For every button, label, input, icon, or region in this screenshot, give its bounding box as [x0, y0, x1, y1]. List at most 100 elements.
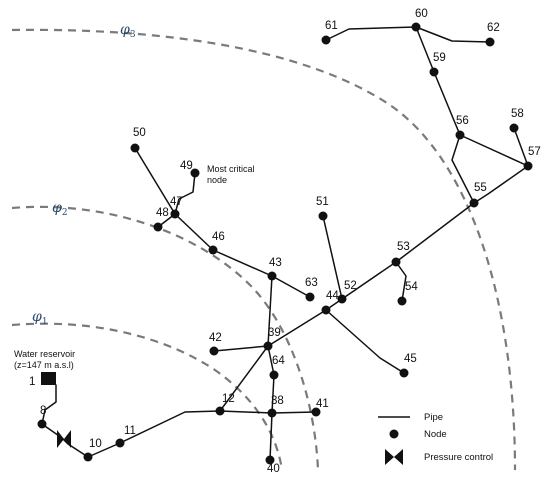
- node-49: [190, 168, 200, 178]
- node-40: [265, 455, 275, 465]
- node-59: [429, 67, 439, 77]
- annotations: Water reservoir (z=147 m a.s.l) Most cri…: [14, 164, 255, 370]
- pressure-control-valve-icon: [57, 430, 71, 448]
- zone-1-label: φ1: [32, 309, 48, 327]
- node-label-60: 60: [415, 8, 428, 20]
- node-label-41: 41: [316, 398, 329, 410]
- node-57: [523, 161, 533, 171]
- legend-node-symbol: [389, 429, 399, 439]
- node-label-39: 39: [268, 327, 281, 339]
- critical-node-note-line1: Most critical: [207, 164, 255, 174]
- pipe: [473, 165, 529, 204]
- zone-1-boundary: [11, 322, 284, 471]
- zone-labels: φ3 φ2 φ1: [32, 22, 136, 327]
- node-label-53: 53: [397, 241, 410, 253]
- node-41: [311, 407, 321, 417]
- pipes: [41, 26, 529, 461]
- pipe: [41, 423, 89, 458]
- pipe: [395, 261, 407, 302]
- node-64: [269, 370, 279, 380]
- node-label-61: 61: [325, 20, 338, 32]
- node-48: [170, 209, 180, 219]
- node-label-45: 45: [404, 353, 417, 365]
- node-label-54: 54: [405, 281, 418, 293]
- pipe: [271, 275, 311, 298]
- node-label-50: 50: [133, 127, 146, 139]
- node-10: [83, 452, 93, 462]
- node-label-62: 62: [487, 22, 500, 34]
- pipe: [269, 412, 273, 461]
- node-45: [399, 368, 409, 378]
- pipe: [119, 410, 221, 444]
- pipe: [451, 134, 475, 204]
- pipe: [459, 134, 529, 167]
- node-46: [208, 245, 218, 255]
- legend-node-label: Node: [424, 429, 447, 440]
- node-label-40: 40: [267, 463, 280, 475]
- node-38: [267, 408, 277, 418]
- pipe: [174, 172, 196, 215]
- critical-node-note-line2: node: [207, 175, 227, 185]
- zone-2-boundary: [11, 205, 320, 471]
- node-43: [267, 271, 277, 281]
- node-label-47: 47: [170, 196, 183, 208]
- zone-2-label: φ2: [52, 200, 68, 218]
- node-label-56: 56: [456, 115, 469, 127]
- node-label-8: 8: [40, 405, 46, 417]
- pipe: [267, 309, 327, 347]
- pipe: [174, 213, 214, 251]
- zone-3-boundary: [11, 28, 517, 471]
- pipe: [219, 410, 273, 414]
- node-label-49: 49: [180, 160, 193, 172]
- node-label-46: 46: [212, 231, 225, 243]
- pipe: [219, 345, 269, 412]
- zone-3-label: φ3: [120, 22, 136, 40]
- pipe: [41, 384, 57, 425]
- pipe: [513, 127, 529, 167]
- node-44: [321, 305, 331, 315]
- node-label-55: 55: [474, 182, 487, 194]
- node-label-51: 51: [316, 196, 329, 208]
- node-8: [37, 419, 47, 429]
- reservoir-icon: [41, 372, 56, 385]
- pipe: [212, 249, 273, 277]
- node-53: [391, 257, 401, 267]
- pipe: [325, 309, 405, 374]
- pipe: [341, 261, 397, 300]
- pipe: [271, 374, 275, 414]
- node-label-52: 52: [344, 280, 357, 292]
- pipe: [415, 26, 491, 43]
- node-56: [455, 130, 465, 140]
- pipe: [433, 71, 461, 136]
- node-label-48: 48: [156, 207, 169, 219]
- node-label-1: 1: [29, 376, 35, 388]
- node-label-42: 42: [209, 332, 222, 344]
- legend-valve-icon: [385, 449, 403, 465]
- node-54: [397, 296, 407, 306]
- reservoir-title: Water reservoir: [14, 349, 75, 359]
- pipe: [415, 26, 435, 73]
- pipe: [134, 147, 176, 215]
- node-label-38: 38: [271, 395, 284, 407]
- node-label-57: 57: [528, 146, 541, 158]
- pipe: [271, 411, 317, 414]
- legend-valve-label: Pressure control: [424, 452, 493, 463]
- node-42: [209, 346, 219, 356]
- node-61: [321, 35, 331, 45]
- node-52: [337, 294, 347, 304]
- pipe: [395, 202, 475, 263]
- pipe: [267, 275, 273, 347]
- legend-pipe-label: Pipe: [424, 412, 443, 423]
- node-label-11: 11: [124, 425, 136, 437]
- pipe: [325, 26, 417, 41]
- node-60: [411, 22, 421, 32]
- pipe: [267, 345, 275, 376]
- node-48-branch: [153, 222, 163, 232]
- legend: Pipe Node Pressure control: [378, 412, 493, 465]
- node-12: [215, 406, 225, 416]
- node-62: [485, 37, 495, 47]
- node-63: [305, 292, 315, 302]
- reservoir-elevation: (z=147 m a.s.l): [14, 360, 74, 370]
- node-label-12: 12: [222, 393, 235, 405]
